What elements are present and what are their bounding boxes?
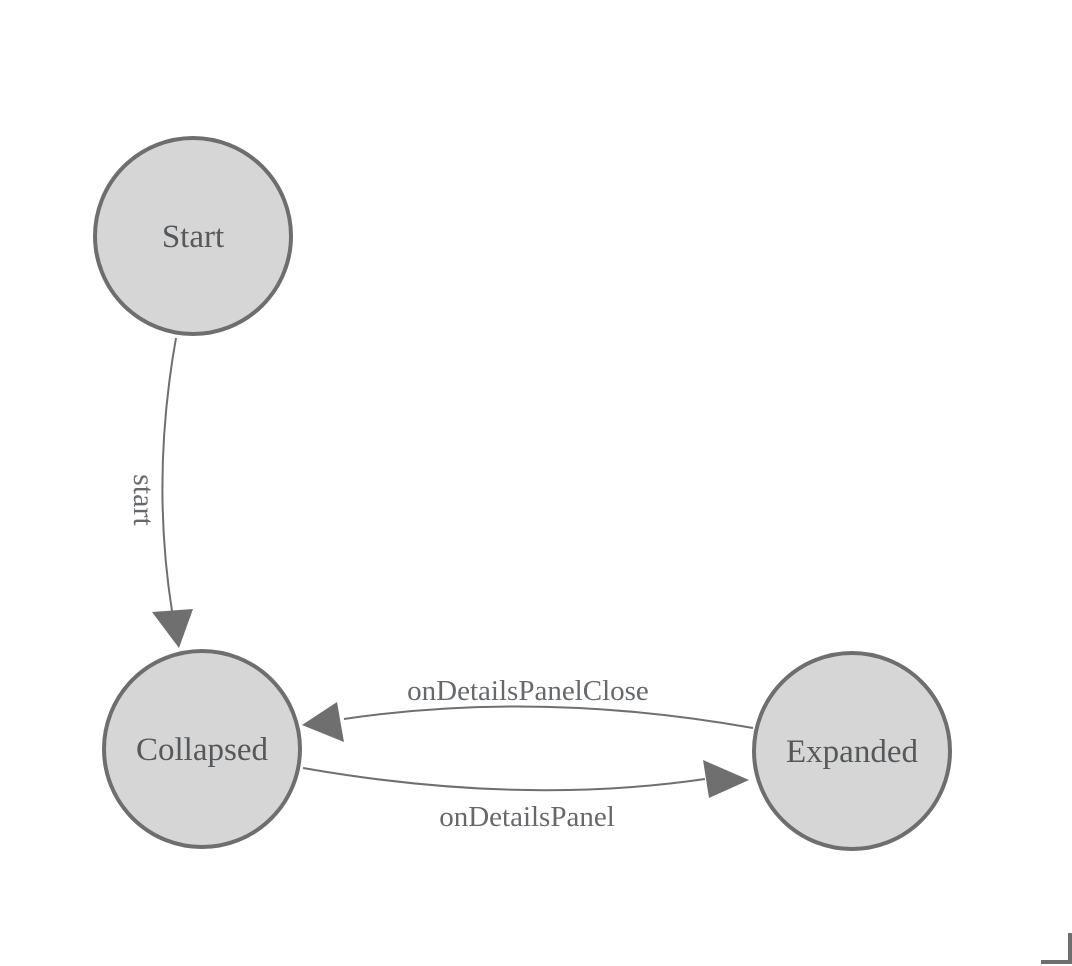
- node-label-start: Start: [162, 219, 224, 255]
- arrowhead-icon: [302, 702, 344, 742]
- arrowhead-icon: [703, 760, 749, 798]
- node-label-expanded: Expanded: [786, 734, 918, 770]
- edge-label-ondetailspanelclose: onDetailsPanelClose: [407, 675, 649, 707]
- node-circle: [102, 649, 302, 849]
- state-node-start[interactable]: Start: [93, 136, 293, 336]
- state-node-expanded[interactable]: Expanded: [752, 651, 952, 851]
- state-node-collapsed[interactable]: Collapsed: [102, 649, 302, 849]
- arrowhead-icon: [152, 609, 193, 648]
- edge-label-ondetailspanel: onDetailsPanel: [439, 801, 615, 833]
- transition-edge-collapsed-to-expanded: onDetailsPanel: [302, 760, 749, 833]
- edge-line: [302, 767, 706, 792]
- transition-edge-start-to-collapsed: start: [127, 337, 193, 648]
- scrollbar-corner-mark: [1041, 933, 1072, 964]
- edge-label-start: start: [127, 474, 160, 526]
- node-circle: [93, 136, 293, 336]
- transition-edge-expanded-to-collapsed: onDetailsPanelClose: [302, 675, 754, 742]
- node-label-collapsed: Collapsed: [136, 732, 268, 768]
- node-circle: [752, 651, 952, 851]
- edge-line: [343, 705, 754, 729]
- edge-line: [161, 337, 177, 612]
